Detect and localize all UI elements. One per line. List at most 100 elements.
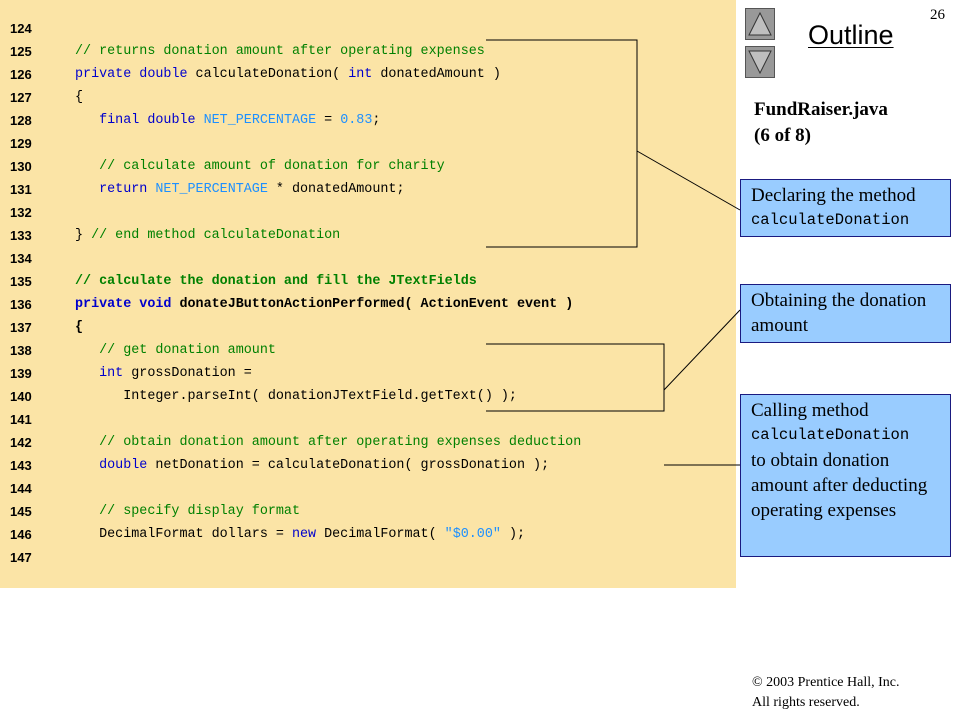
callout-text: Calling method: [751, 400, 869, 421]
keyword: void: [139, 297, 172, 312]
file-title: FundRaiser.java (6 of 8): [754, 97, 888, 149]
line-number: 138: [10, 343, 32, 358]
triangle-down-icon: [748, 50, 772, 75]
keyword: new: [291, 527, 317, 542]
line-number: 127: [10, 90, 32, 105]
line-number: 135: [10, 274, 32, 289]
file-part: (6 of 8): [754, 125, 811, 146]
line-number: 126: [10, 67, 32, 82]
code-line: 136 private void donateJButtonActionPerfo…: [0, 295, 736, 315]
line-number: 145: [10, 504, 32, 519]
keyword: private: [75, 297, 132, 312]
code-line: 126 private double calculateDonation( int…: [0, 65, 736, 85]
code-text: {: [75, 320, 84, 335]
code-text: // obtain donation amount after operatin…: [75, 435, 582, 450]
line-number: 144: [10, 481, 32, 496]
line-number: 125: [10, 44, 32, 59]
code-line: 132: [0, 203, 736, 223]
callout-code: calculateDonation: [751, 426, 910, 444]
code-text: // calculate amount of donation for char…: [75, 159, 445, 174]
callout-text: Obtaining the donation amount: [751, 290, 927, 336]
code-text: {: [75, 90, 84, 105]
code-text: final double NET_PERCENTAGE = 0.83;: [99, 113, 381, 128]
code-text: } // end method calculateDonation: [75, 228, 341, 243]
code-line: 145 // specify display format: [0, 502, 736, 522]
code-line: 140 Integer.parseInt( donationJTextField…: [0, 387, 736, 407]
code-text: return NET_PERCENTAGE * donatedAmount;: [99, 182, 405, 197]
outline-title: Outline: [808, 20, 894, 50]
code-text: Integer.parseInt( donationJTextField.get…: [75, 389, 517, 404]
code-text: private void donateJButtonActionPerforme…: [75, 297, 574, 312]
line-number: 140: [10, 389, 32, 404]
keyword: int: [99, 366, 124, 381]
line-number: 134: [10, 251, 32, 266]
callout-text: Declaring the method: [751, 185, 916, 206]
line-number: 137: [10, 320, 32, 335]
line-number: 129: [10, 136, 32, 151]
code-line: 139 int grossDonation =: [0, 364, 736, 384]
copyright-line: © 2003 Prentice Hall, Inc.: [752, 675, 900, 690]
code-text: private double calculateDonation( int do…: [75, 67, 501, 82]
code-line: 135 // calculate the donation and fill th…: [0, 272, 736, 292]
code-line: 142 // obtain donation amount after oper…: [0, 433, 736, 453]
code-text: DecimalFormat dollars = new DecimalForma…: [75, 527, 526, 542]
line-number: 130: [10, 159, 32, 174]
code-line: 146 DecimalFormat dollars = new DecimalF…: [0, 525, 736, 545]
constant: NET_PERCENTAGE: [203, 113, 317, 128]
code-text: // specify display format: [75, 504, 300, 519]
code-text: double netDonation = calculateDonation( …: [99, 458, 550, 473]
line-number: 142: [10, 435, 32, 450]
file-name: FundRaiser.java: [754, 99, 888, 120]
line-number: 146: [10, 527, 32, 542]
code-line: 144: [0, 479, 736, 499]
line-number: 131: [10, 182, 32, 197]
code-line: 129: [0, 134, 736, 154]
code-line: 138 // get donation amount: [0, 341, 736, 361]
line-number: 124: [10, 21, 32, 36]
code-line: 137 {: [0, 318, 736, 338]
callout-obtaining: Obtaining the donation amount: [740, 284, 951, 343]
literal: 0.83: [340, 113, 373, 128]
code-line: 127 {: [0, 88, 736, 108]
line-number: 132: [10, 205, 32, 220]
code-line: 128 final double NET_PERCENTAGE = 0.83;: [0, 111, 736, 131]
keyword: double: [147, 113, 196, 128]
string-literal: "$0.00": [444, 527, 501, 542]
code-line: 131 return NET_PERCENTAGE * donatedAmoun…: [0, 180, 736, 200]
keyword: double: [139, 67, 188, 82]
code-line: 130 // calculate amount of donation for …: [0, 157, 736, 177]
line-number: 133: [10, 228, 32, 243]
code-text: // calculate the donation and fill the J…: [75, 274, 477, 289]
callout-text: to obtain donation amount after deductin…: [751, 450, 928, 521]
copyright-notice: © 2003 Prentice Hall, Inc. All rights re…: [752, 673, 900, 713]
line-number: 141: [10, 412, 32, 427]
line-number: 143: [10, 458, 32, 473]
code-line: 141: [0, 410, 736, 430]
code-line: 125 // returns donation amount after oper…: [0, 42, 736, 62]
next-slide-button[interactable]: [745, 46, 775, 78]
line-number: 128: [10, 113, 32, 128]
keyword: double: [99, 458, 148, 473]
line-number: 136: [10, 297, 32, 312]
page-number: 26: [930, 7, 945, 23]
code-text: // returns donation amount after operati…: [75, 44, 485, 59]
keyword: int: [348, 67, 373, 82]
code-line: 124: [0, 19, 736, 39]
code-line: 143 double netDonation = calculateDonati…: [0, 456, 736, 476]
code-listing-panel: 124 125 // returns donation amount after …: [0, 0, 736, 588]
code-text: // get donation amount: [75, 343, 276, 358]
line-number: 147: [10, 550, 32, 565]
rights-line: All rights reserved.: [752, 695, 860, 710]
callout-calling: Calling method calculateDonation to obta…: [740, 394, 951, 557]
previous-slide-button[interactable]: [745, 8, 775, 40]
keyword: private: [75, 67, 132, 82]
triangle-up-icon: [748, 11, 772, 36]
constant: NET_PERCENTAGE: [155, 182, 268, 197]
keyword: final: [99, 113, 140, 128]
line-number: 139: [10, 366, 32, 381]
code-line: 147: [0, 548, 736, 568]
code-line: 133 } // end method calculateDonation: [0, 226, 736, 246]
callout-code: calculateDonation: [751, 211, 910, 229]
code-line: 134: [0, 249, 736, 269]
code-text: int grossDonation =: [99, 366, 252, 381]
